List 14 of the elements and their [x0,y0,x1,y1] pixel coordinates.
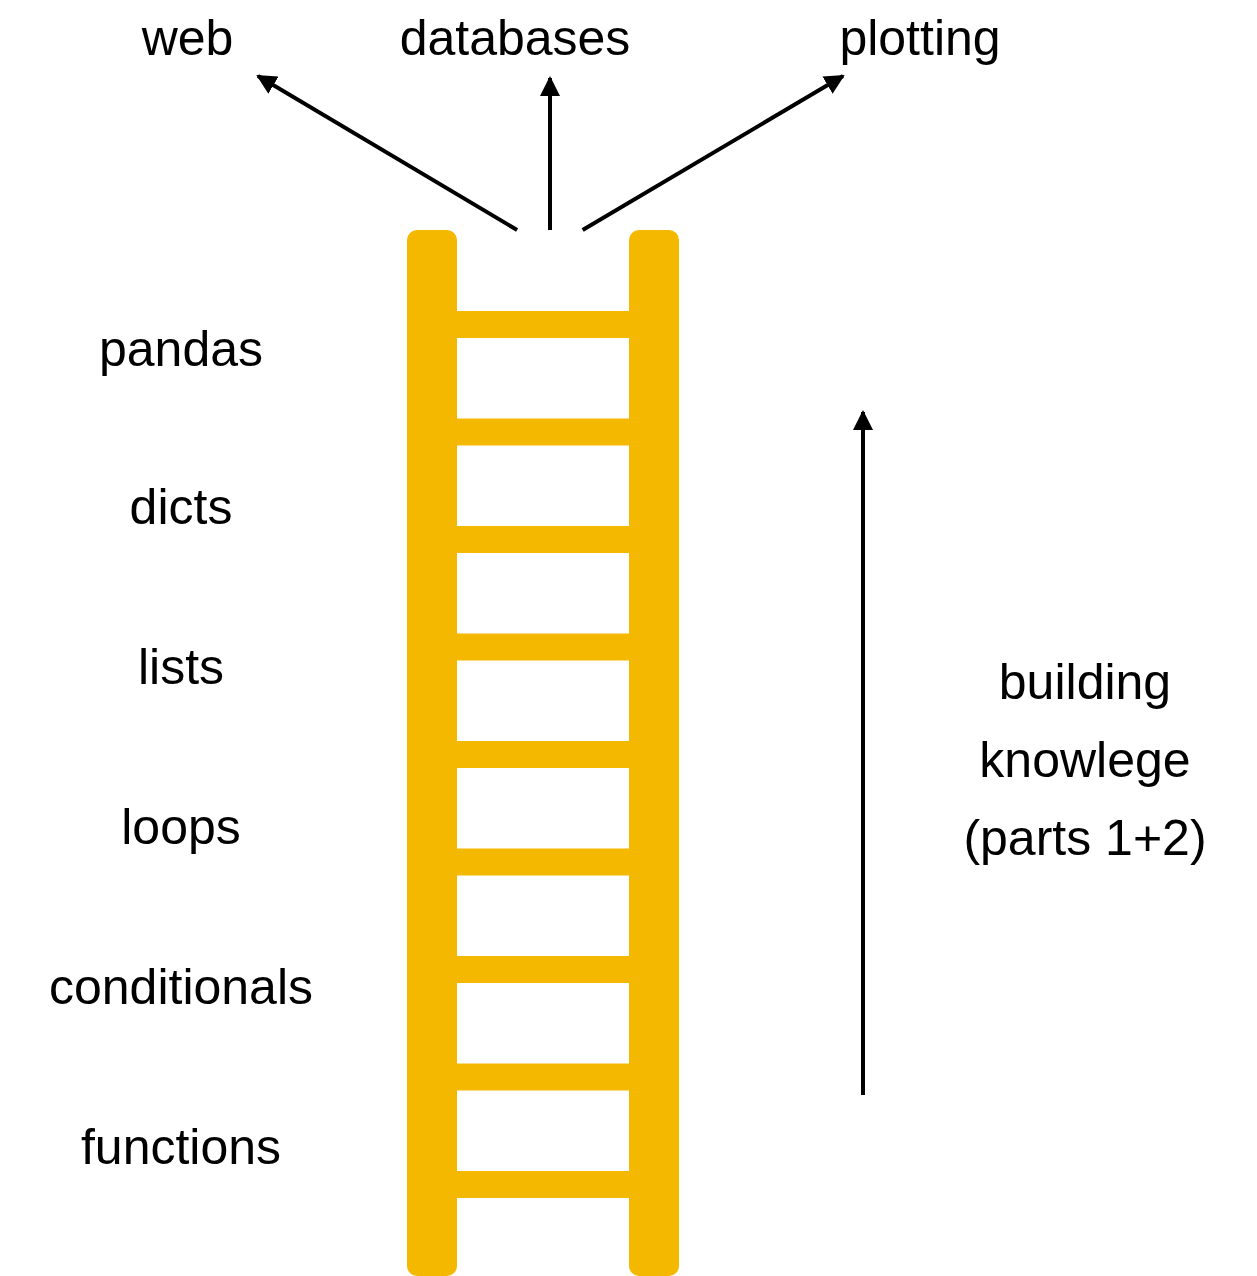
topic-label: loops [121,798,241,857]
topic-label: web [110,0,265,76]
arrow [540,76,560,230]
note-text: building knowlege (parts 1+2) [962,653,1208,868]
topic-label: conditionals [48,958,314,1017]
topic-label: functions [80,1118,282,1177]
arrow [581,74,845,232]
arrow [256,74,519,232]
topic-label: plotting [800,0,1040,76]
topic-label: pandas [98,320,263,379]
topic-label: dicts [129,478,233,537]
topic-label: lists [137,638,225,697]
topic-label: databases [380,0,650,76]
ladder-drawing [407,230,679,1276]
